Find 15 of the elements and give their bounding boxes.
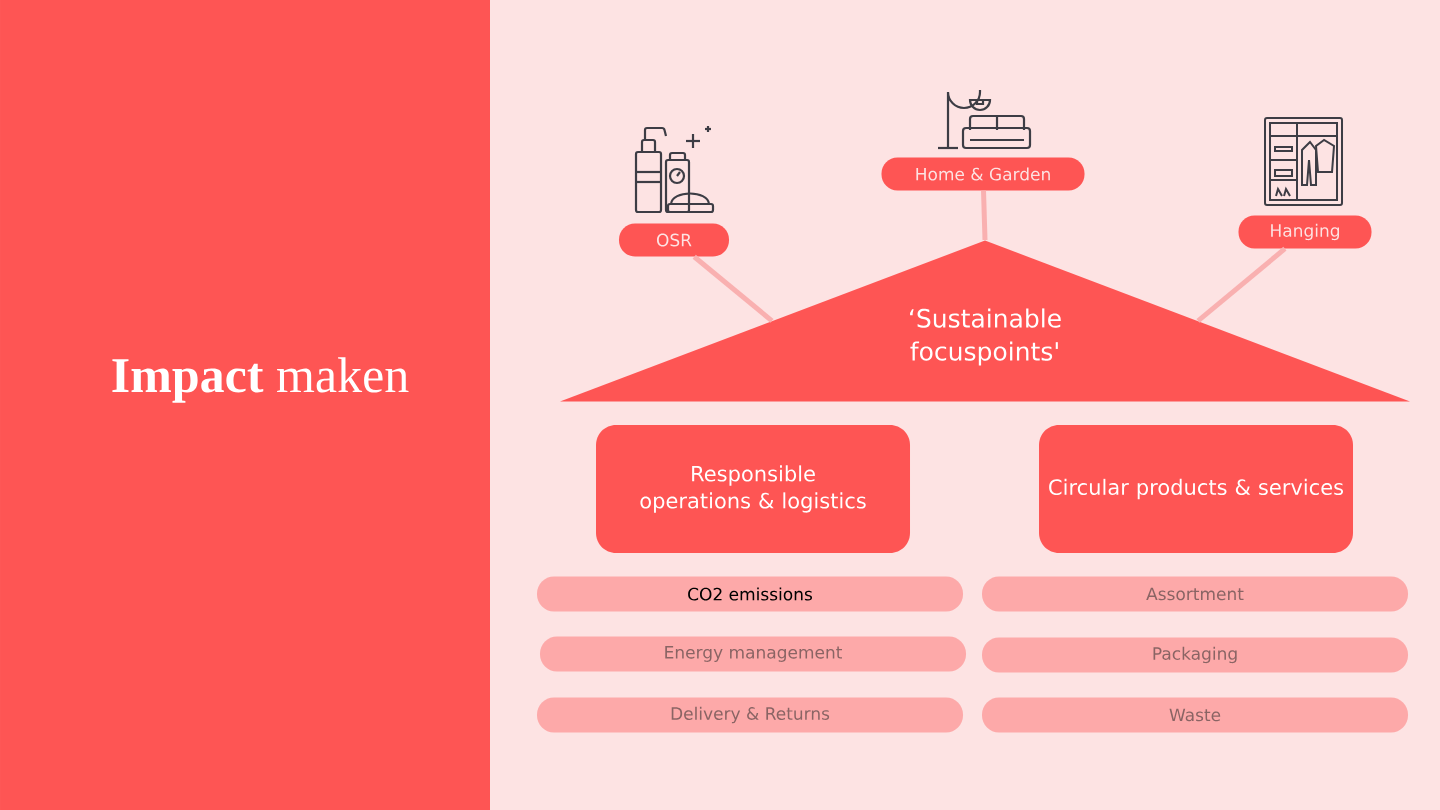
category-pill: Hanging	[1238, 215, 1372, 249]
connector-line	[981, 190, 988, 241]
focus-box: Circular products & services	[1039, 425, 1353, 553]
category-pill: Home & Garden	[881, 157, 1085, 191]
topic-pill: Waste	[982, 697, 1408, 733]
focus-box: Responsible operations & logistics	[596, 425, 910, 553]
topic-pill: Delivery & Returns	[537, 697, 963, 733]
connector-line	[1196, 246, 1287, 323]
title: Impact maken	[112, 357, 409, 403]
topic-pill: Packaging	[982, 637, 1408, 673]
topic-pill: Assortment	[982, 576, 1408, 612]
topic-pill: CO2 emissions	[537, 576, 963, 612]
category-pill: OSR	[619, 223, 729, 257]
topic-pill: Energy management	[540, 636, 966, 672]
connector-line	[692, 254, 774, 323]
